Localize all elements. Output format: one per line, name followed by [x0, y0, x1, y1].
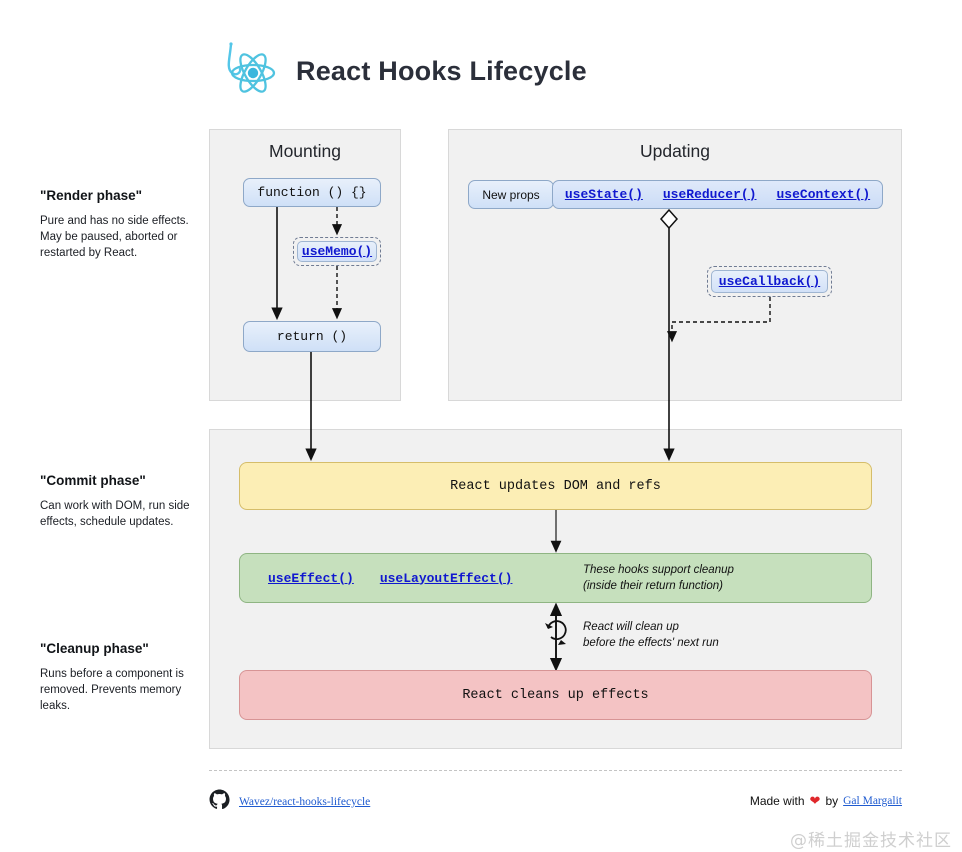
dashed-box-usecallback: useCallback(): [707, 266, 832, 297]
pill-updating-hooks: useState() useReducer() useContext(): [552, 180, 883, 209]
note-cleanup-line1: React will clean up: [583, 621, 679, 633]
heart-icon: ❤: [809, 793, 821, 808]
hook-link-usecontext[interactable]: useContext(): [776, 187, 871, 202]
hook-link-usestate[interactable]: useState(): [564, 187, 643, 202]
by-label: by: [825, 794, 839, 808]
footer-divider: [209, 770, 902, 771]
footer-repo[interactable]: Wavez/react-hooks-lifecycle: [209, 789, 370, 815]
phase-description-cleanup: Runs before a component is removed. Prev…: [40, 668, 184, 712]
note-effects-line2: (inside their return function): [583, 579, 723, 592]
hook-link-useeffect[interactable]: useEffect(): [268, 570, 354, 586]
hook-link-usereducer[interactable]: useReducer(): [662, 187, 757, 202]
phase-title-render: "Render phase": [40, 188, 143, 203]
phase-title-cleanup: "Cleanup phase": [40, 641, 149, 656]
phase-description-render: Pure and has no side effects. May be pau…: [40, 215, 189, 259]
hook-link-uselayouteffect[interactable]: useLayoutEffect(): [379, 570, 513, 586]
note-cleanup-timing: React will clean up before the effects' …: [583, 620, 719, 651]
code-box-function: function () {}: [243, 178, 381, 207]
panel-updating: Updating: [448, 129, 902, 401]
made-with-label: Made with: [749, 794, 805, 808]
react-atom-hook-logo-icon: [208, 34, 282, 108]
box-react-updates-dom: React updates DOM and refs: [239, 462, 872, 510]
pill-new-props: New props: [468, 180, 554, 209]
hook-link-usememo[interactable]: useMemo(): [301, 244, 373, 259]
box-react-cleans-up-effects: React cleans up effects: [239, 670, 872, 720]
note-effects-line1: These hooks support cleanup: [583, 564, 734, 576]
box-effect-hooks: useEffect() useLayoutEffect(): [239, 553, 872, 603]
watermark: @稀土掘金技术社区: [790, 831, 952, 851]
phase-title-commit: "Commit phase": [40, 473, 146, 488]
github-icon: [209, 789, 230, 815]
phase-block-cleanup: "Cleanup phase" Runs before a component …: [40, 641, 208, 714]
dashed-box-usememo: useMemo(): [293, 237, 381, 266]
page-header: React Hooks Lifecycle: [208, 30, 587, 112]
repo-link[interactable]: Wavez/react-hooks-lifecycle: [239, 796, 371, 808]
footer-credit: Made with ❤ by Gal Margalit: [750, 793, 902, 809]
note-effects-cleanup: These hooks support cleanup (inside thei…: [583, 563, 734, 594]
code-box-return: return (): [243, 321, 381, 352]
note-cleanup-line2: before the effects' next run: [583, 636, 719, 649]
page-title: React Hooks Lifecycle: [296, 55, 587, 86]
phase-block-render: "Render phase" Pure and has no side effe…: [40, 188, 208, 261]
panel-title-mounting: Mounting: [269, 141, 341, 161]
phase-description-commit: Can work with DOM, run side effects, sch…: [40, 500, 190, 528]
phase-block-commit: "Commit phase" Can work with DOM, run si…: [40, 473, 208, 530]
panel-title-updating: Updating: [639, 141, 711, 161]
hook-link-usecallback[interactable]: useCallback(): [718, 274, 821, 289]
author-link[interactable]: Gal Margalit: [843, 795, 902, 807]
